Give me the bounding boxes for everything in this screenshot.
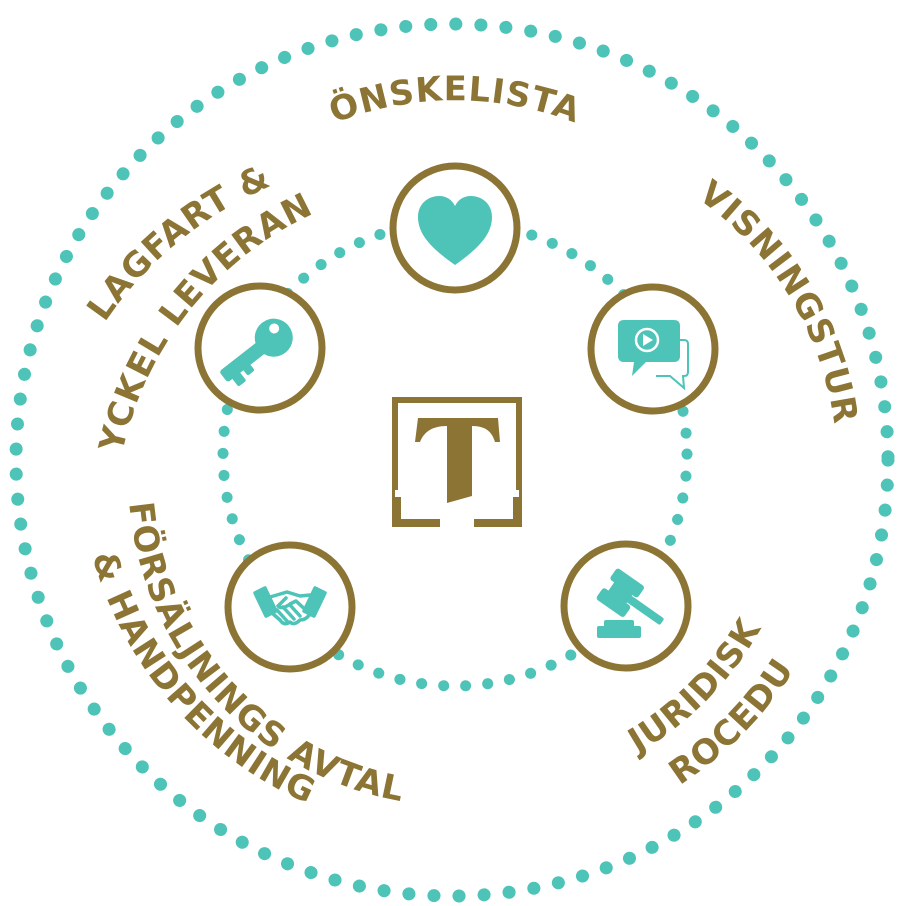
step-visningstur [587, 283, 719, 415]
step-forsaljning [224, 541, 356, 673]
step-label-onskelista: ÖNSKELISTA [324, 69, 586, 131]
step-label-visningstur: VISNINGSTUR [692, 173, 866, 427]
key-icon [220, 318, 293, 386]
gavel-icon [596, 568, 664, 638]
inner-dotted-ring [217, 216, 693, 692]
step-onskelista [389, 162, 521, 294]
step-lagfart [194, 282, 326, 414]
video-chat-icon [618, 320, 689, 391]
outer-dotted-ring [9, 17, 895, 903]
step-juridisk [560, 540, 692, 672]
handshake-icon [253, 586, 327, 626]
heart-icon [418, 196, 492, 265]
logo-t-square [392, 397, 522, 530]
